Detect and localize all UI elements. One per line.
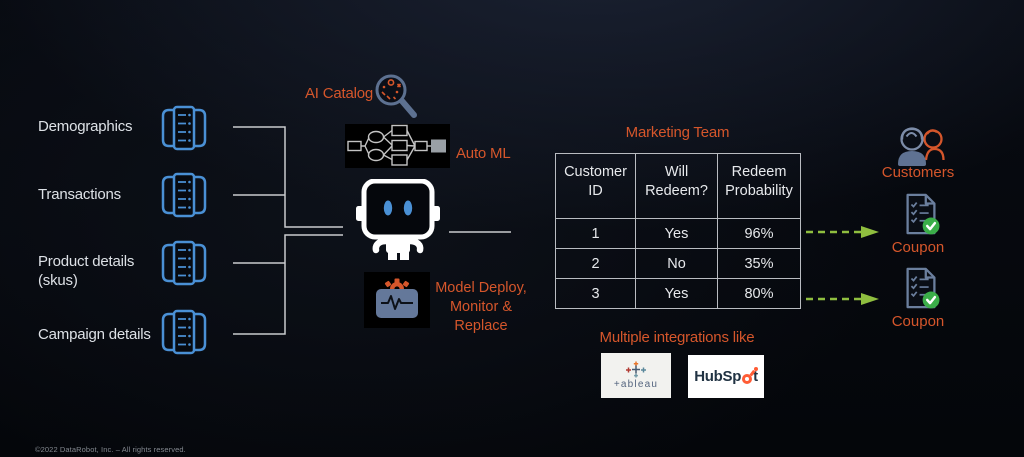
customers-label: Customers [881,164,955,181]
cell-will-redeem: Yes [635,278,718,309]
cell-redeem-probability: 35% [717,248,801,279]
database-icon-campaign-details [161,309,207,355]
marketing-team-title: Marketing Team [625,124,730,141]
marketing-table: Customer ID Will Redeem? Redeem Probabil… [555,153,801,309]
model-deploy-line3: Replace [454,318,508,334]
tableau-logo: +ableau [601,353,671,398]
cell-redeem-probability: 96% [717,218,801,249]
ai-catalog-label: AI Catalog [305,85,374,102]
coupon-label-1: Coupon [891,239,945,256]
model-deploy-label: Model Deploy, Monitor & Replace [433,279,529,336]
coupon-label-2: Coupon [891,313,945,330]
integrations-title: Multiple integrations like [599,329,755,346]
cell-customer-id: 2 [555,248,636,279]
cell-customer-id: 3 [555,278,636,309]
automl-flowchart-icon [345,124,450,168]
database-icon-product-details [161,240,207,286]
coupon-checklist-icon [906,193,940,235]
database-icon-transactions [161,172,207,218]
tableau-sparkle-icon [626,361,646,378]
cell-customer-id: 1 [555,218,636,249]
automl-label: Auto ML [456,145,511,162]
hubspot-sprocket-icon [742,366,759,384]
robot-mascot-icon [356,179,440,260]
source-label-campaign-details: Campaign details [38,326,151,343]
table-row: 2 No 35% [555,248,801,279]
coupon-checklist-icon [906,267,940,309]
cell-will-redeem: Yes [635,218,718,249]
cell-will-redeem: No [635,248,718,279]
table-row: 1 Yes 96% [555,218,801,249]
model-deploy-line1: Model Deploy, [435,280,527,296]
source-label-product-details: Product details (skus) [38,253,134,290]
source-label-product-line1: Product details [38,253,135,270]
tableau-wordmark: +ableau [613,379,659,390]
cell-redeem-probability: 80% [717,278,801,309]
column-header-will-redeem: Will Redeem? [635,153,718,219]
hubspot-wordmark-prefix: HubSp [694,368,742,385]
source-label-transactions: Transactions [38,186,121,203]
dashed-arrow-icons [806,226,879,305]
table-header-row: Customer ID Will Redeem? Redeem Probabil… [555,153,801,219]
column-header-customer-id: Customer ID [555,153,636,219]
copyright-footer: ©2022 DataRobot, Inc. – All rights reser… [35,445,186,454]
customers-icon [898,127,945,166]
table-row: 3 Yes 80% [555,278,801,309]
source-label-product-line2: (skus) [38,271,78,289]
source-label-demographics: Demographics [38,118,133,135]
model-monitor-icon [364,272,430,328]
model-deploy-line2: Monitor & [449,299,513,315]
column-header-redeem-probability: Redeem Probability [717,153,801,219]
database-icon-demographics [161,105,207,151]
magnifier-catalog-icon [375,74,417,118]
hubspot-wordmark-suffix: t [753,368,758,385]
